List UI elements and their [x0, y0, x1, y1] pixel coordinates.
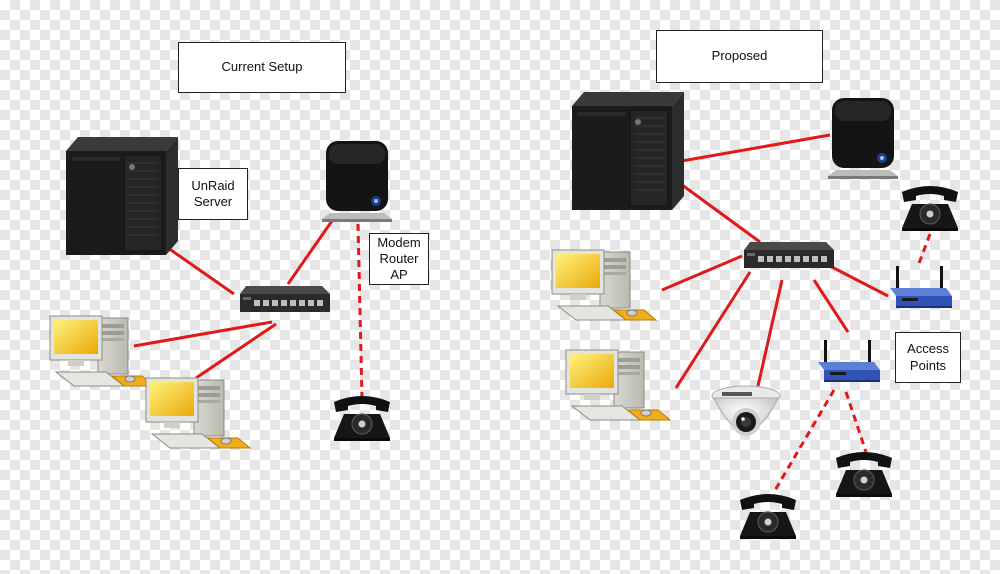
desktop-computer-icon	[565, 349, 671, 421]
link-switch-ap2	[812, 279, 850, 333]
proposed-title: Proposed	[656, 30, 823, 83]
link-switch-pc2	[674, 271, 752, 389]
desktop-computer-icon	[49, 315, 155, 387]
current-links	[133, 217, 364, 399]
modem-router-icon	[828, 98, 898, 179]
access-points-label: Access Points	[895, 332, 961, 383]
wireless-access-point-icon	[890, 266, 952, 308]
link-switch-camera	[756, 279, 784, 387]
wireless-access-point-icon	[818, 340, 880, 382]
unraid-server-label: UnRaid Server	[178, 168, 248, 220]
telephone-icon	[333, 395, 391, 442]
proposed-links	[661, 133, 932, 493]
link-server-modem	[675, 133, 831, 164]
link-switch-pc1	[661, 254, 743, 292]
link-switch-pc1	[133, 320, 273, 348]
telephone-icon	[835, 451, 893, 498]
wireless-ap2-phone2	[844, 391, 868, 453]
wireless-modem-phone	[356, 223, 364, 399]
desktop-computer-icon	[551, 249, 657, 321]
wireless-ap1-phone	[916, 233, 932, 267]
link-server-switch	[677, 180, 761, 244]
security-camera-icon	[711, 385, 781, 437]
server-tower-icon	[571, 91, 685, 211]
modem-router-ap-label: Modem Router AP	[369, 233, 429, 285]
telephone-icon	[739, 493, 797, 540]
link-server-switch	[167, 246, 235, 296]
network-switch-icon	[240, 286, 330, 312]
modem-router-icon	[322, 141, 392, 222]
wireless-ap2-phone1	[772, 389, 836, 493]
current-setup-title: Current Setup	[178, 42, 346, 93]
link-switch-pc2	[195, 322, 277, 380]
server-tower-icon	[65, 136, 179, 256]
link-switch-modem	[286, 217, 336, 285]
network-switch-icon	[744, 242, 834, 268]
telephone-icon	[901, 185, 959, 232]
link-switch-ap1	[825, 262, 889, 298]
desktop-computer-icon	[145, 377, 251, 449]
